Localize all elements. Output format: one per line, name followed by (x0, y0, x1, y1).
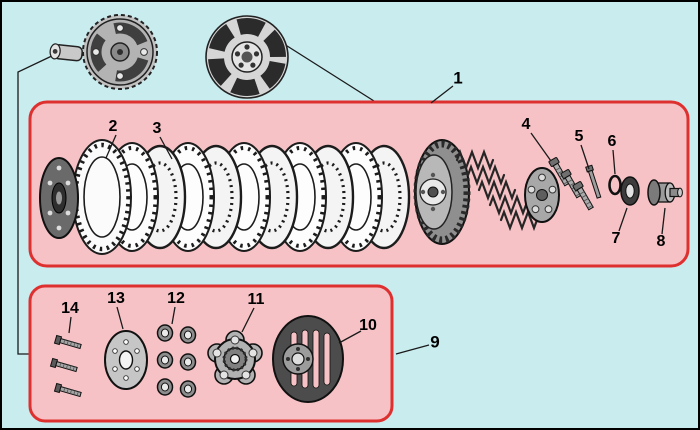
callout-2: 2 (108, 118, 118, 135)
callout-13: 13 (107, 290, 125, 307)
callout-7: 7 (611, 230, 621, 247)
clutch-plate-stack (104, 141, 411, 253)
clutch-hub-disc (39, 157, 79, 239)
callout-9: 9 (430, 332, 440, 352)
callout-14: 14 (61, 300, 79, 317)
callout-8: 8 (656, 233, 666, 250)
assembled-clutch-unit-a (49, 14, 158, 90)
spider-assembly (207, 330, 263, 385)
callout-11: 11 (247, 291, 265, 308)
assembled-clutch-unit-b (205, 15, 289, 99)
retainer-plate (104, 330, 148, 390)
callout-12: 12 (167, 290, 185, 307)
callout-5: 5 (574, 128, 584, 145)
callout-4: 4 (521, 116, 531, 133)
callout-1: 1 (453, 68, 463, 88)
clutch-basket-gear (413, 139, 471, 245)
callout-lines (68, 85, 666, 355)
shoe-drum (272, 315, 344, 403)
clutch-ring-gear (72, 139, 132, 255)
end-cap (647, 179, 683, 206)
connector-lines (17, 43, 375, 355)
washer-ring (608, 174, 622, 196)
callout-10: 10 (359, 317, 377, 334)
spring-retainer-plate (524, 167, 560, 223)
callout-3: 3 (152, 120, 162, 137)
callout-6: 6 (607, 133, 617, 150)
seal-ring (620, 176, 640, 206)
